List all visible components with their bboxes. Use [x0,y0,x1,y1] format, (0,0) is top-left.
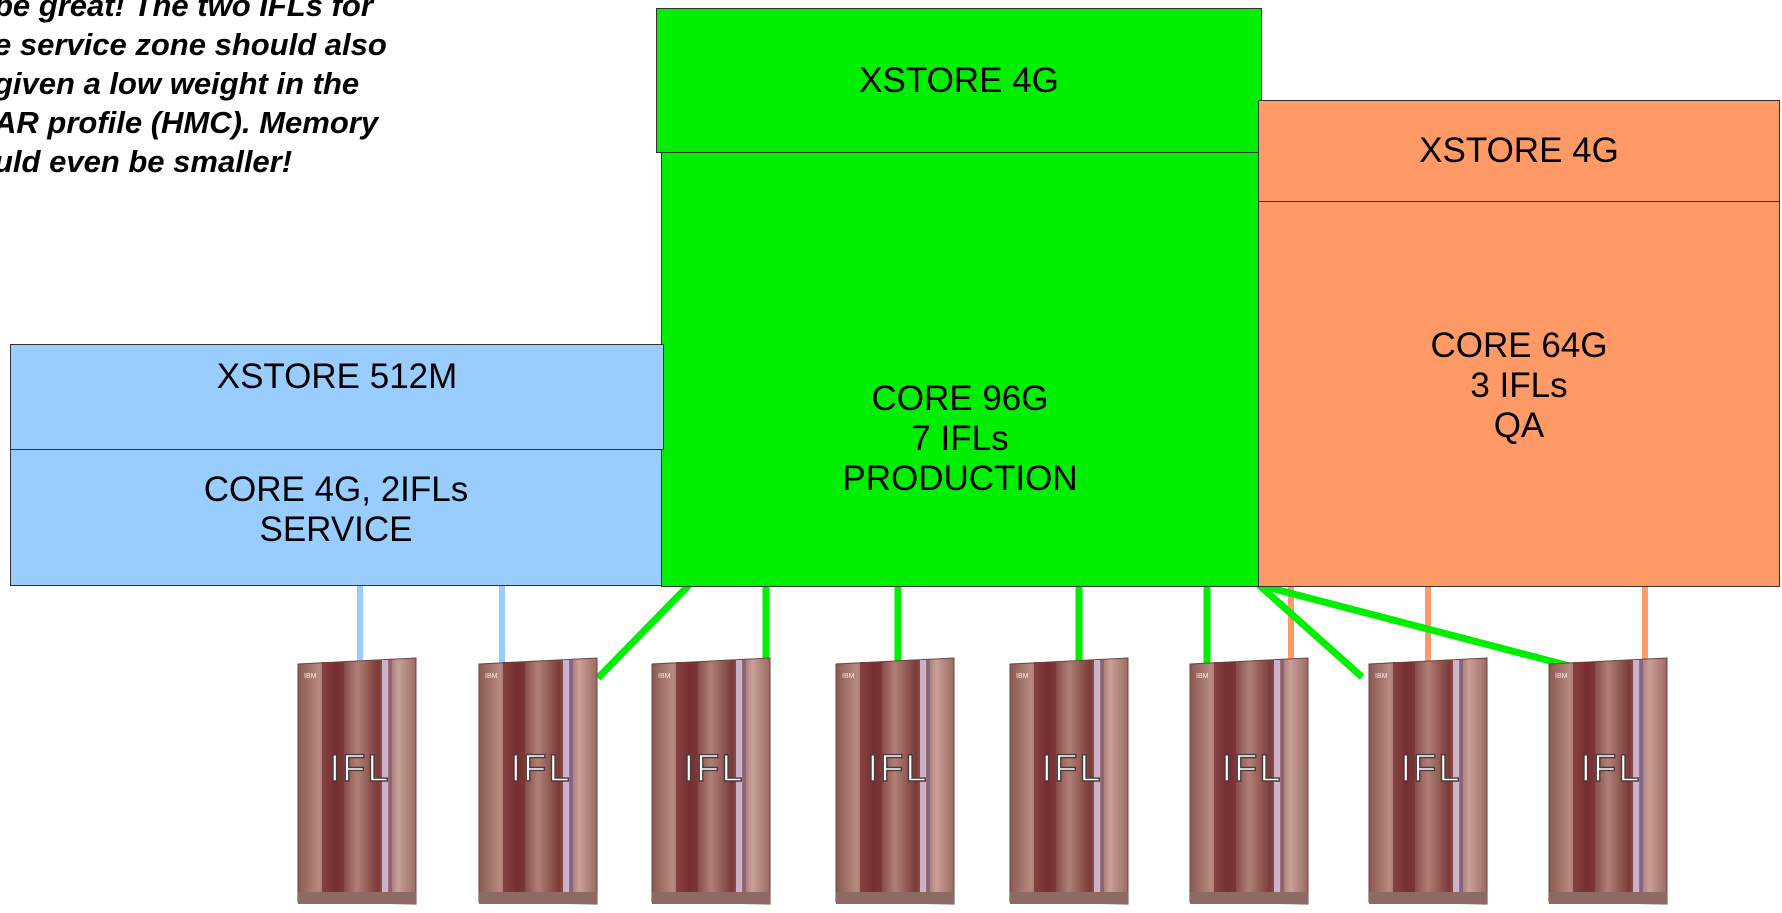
qa-core-label: CORE 64G [1430,326,1608,365]
production-core-label: CORE 96G [871,379,1049,418]
server-rack-icon: IBM [1368,657,1488,905]
note-line: uld even be smaller! [0,144,293,179]
qa-zone-name: QA [1493,406,1545,445]
qa-xstore-box: XSTORE 4G [1258,100,1780,202]
production-xstore-label: XSTORE 4G [859,60,1059,100]
note-line: AR profile (HMC). Memory [0,105,379,140]
processor-rack: IBM IFL [1004,654,1134,908]
server-rack-icon: IBM [835,657,955,905]
server-rack-icon: IBM [1009,657,1129,905]
processor-rack: IBM IFL [830,654,960,908]
rack-brand: IBM [1196,673,1209,680]
production-xstore-box: XSTORE 4G [656,8,1262,153]
processor-rack: IBM IFL [1363,654,1493,908]
qa-core-box: CORE 64G 3 IFLs QA [1258,201,1780,587]
rack-brand: IBM [658,673,671,680]
server-rack-icon: IBM [478,657,598,905]
processor-rack: IBM IFL [1184,654,1314,908]
rack-brand: IBM [842,673,855,680]
rack-brand: IBM [485,673,498,680]
note-line: be great! The two IFLs for [0,0,373,23]
processor-rack: IBM IFL [646,654,776,908]
processor-label: IFL [329,747,391,790]
note-line: given a low weight in the [0,66,360,101]
qa-xstore-label: XSTORE 4G [1419,131,1619,170]
processor-label: IFL [683,747,745,790]
server-rack-icon: IBM [1189,657,1309,905]
service-core-label: CORE 4G, 2IFLs [203,470,469,509]
processor-rack: IBM IFL [1543,654,1673,908]
processor-label: IFL [1580,747,1642,790]
service-core-box: CORE 4G, 2IFLs SERVICE [10,449,662,586]
rack-brand: IBM [1555,673,1568,680]
processor-label: IFL [1400,747,1462,790]
rack-brand: IBM [1375,673,1388,680]
rack-brand: IBM [304,673,317,680]
server-rack-icon: IBM [651,657,771,905]
qa-ifl-count: 3 IFLs [1470,366,1568,405]
production-core-box: CORE 96G 7 IFLs PRODUCTION [661,152,1259,587]
production-ifl-count: 7 IFLs [911,419,1009,458]
annotation-note: be great! The two IFLs for e service zon… [0,0,594,181]
processor-label: IFL [1041,747,1103,790]
processor-label: IFL [867,747,929,790]
server-rack-icon: IBM [297,657,417,905]
processor-rack: IBM IFL [292,654,422,908]
processor-label: IFL [510,747,572,790]
server-rack-icon: IBM [1548,657,1668,905]
processor-rack: IBM IFL [473,654,603,908]
service-xstore-label: XSTORE 512M [216,357,458,396]
processor-label: IFL [1221,747,1283,790]
service-xstore-box: XSTORE 512M [10,344,664,450]
rack-brand: IBM [1016,673,1029,680]
production-zone-name: PRODUCTION [842,459,1078,498]
note-line: e service zone should also [0,27,387,62]
service-zone-name: SERVICE [259,510,413,549]
